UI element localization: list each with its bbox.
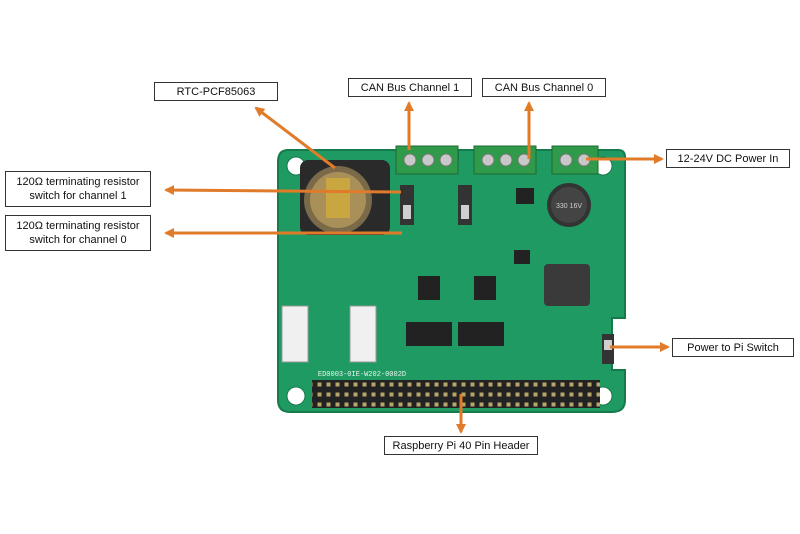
can0-terminal-block (473, 145, 537, 175)
electrolytic-capacitor: 330 16V (547, 183, 591, 227)
label-rtc: RTC-PCF85063 (154, 82, 278, 101)
label-header: Raspberry Pi 40 Pin Header (384, 436, 538, 455)
label-can1: CAN Bus Channel 1 (348, 78, 472, 97)
capacitor-code: 330 16V (556, 203, 582, 210)
power-pi-switch (602, 334, 614, 364)
label-power-pi: Power to Pi Switch (672, 338, 794, 357)
label-can0: CAN Bus Channel 0 (482, 78, 606, 97)
grove-connectors (281, 305, 377, 363)
label-term-ch0: 120Ω terminating resistor switch for cha… (5, 215, 151, 251)
label-term-ch1: 120Ω terminating resistor switch for cha… (5, 171, 151, 207)
gpio-40-pin-header (312, 380, 600, 408)
label-power-in: 12-24V DC Power In (666, 149, 790, 168)
can1-terminal-block (395, 145, 459, 175)
board-part-id: ED0003-0IE-W202-0002D (318, 371, 406, 379)
callout-arrows (164, 101, 670, 434)
rtc-battery-holder (300, 160, 390, 235)
integrated-circuits (406, 188, 534, 346)
arrow-term1 (164, 185, 402, 196)
arrow-rtc (254, 106, 336, 170)
termination-switches (400, 185, 472, 225)
inductor (544, 264, 590, 306)
